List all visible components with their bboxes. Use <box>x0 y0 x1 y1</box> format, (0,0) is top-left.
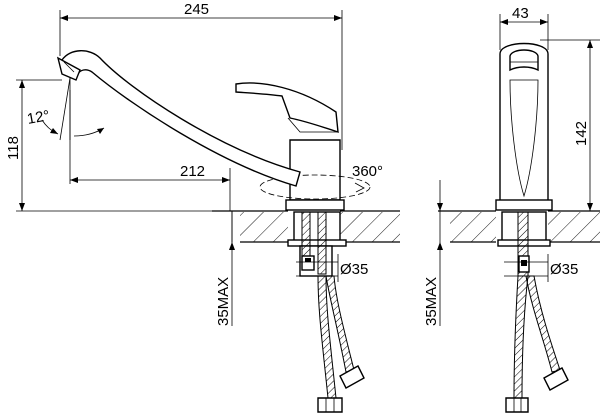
dim-height-side: 142 <box>540 39 600 211</box>
dim-label-212: 212 <box>180 163 205 180</box>
dim-height-front: 118 <box>5 79 240 212</box>
dim-label-35max-side: 35MAX <box>423 277 440 326</box>
dim-label-245: 245 <box>184 1 209 18</box>
dim-label-12: 12° <box>26 107 51 128</box>
mounting-kit-front <box>287 211 365 413</box>
faucet-body-front <box>235 82 371 211</box>
spout-front <box>56 50 301 187</box>
dim-tilt-angle: 12° <box>26 77 105 141</box>
dim-label-35max-front: 35MAX <box>215 277 232 326</box>
dim-label-360: 360° <box>352 163 383 180</box>
side-view: 43 142 Ø35 35MAX <box>423 5 600 413</box>
dim-hole-side: Ø35 <box>504 254 578 282</box>
dim-label-142: 142 <box>573 121 590 146</box>
front-view: 245 212 118 12° <box>5 1 400 413</box>
faucet-body-side <box>495 42 553 211</box>
dim-overall-length: 245 <box>59 1 343 150</box>
dim-label-43: 43 <box>512 5 529 22</box>
dim-max-deck-side: 35MAX <box>423 180 443 326</box>
dim-label-d35-front: Ø35 <box>340 261 368 278</box>
dim-label-118: 118 <box>5 136 22 160</box>
dim-width-side: 43 <box>499 5 549 50</box>
mounting-kit-side <box>497 211 569 413</box>
dim-hole-front: Ø35 <box>296 254 368 282</box>
dim-max-deck-front: 35MAX <box>215 211 235 326</box>
dim-label-d35-side: Ø35 <box>550 261 578 278</box>
